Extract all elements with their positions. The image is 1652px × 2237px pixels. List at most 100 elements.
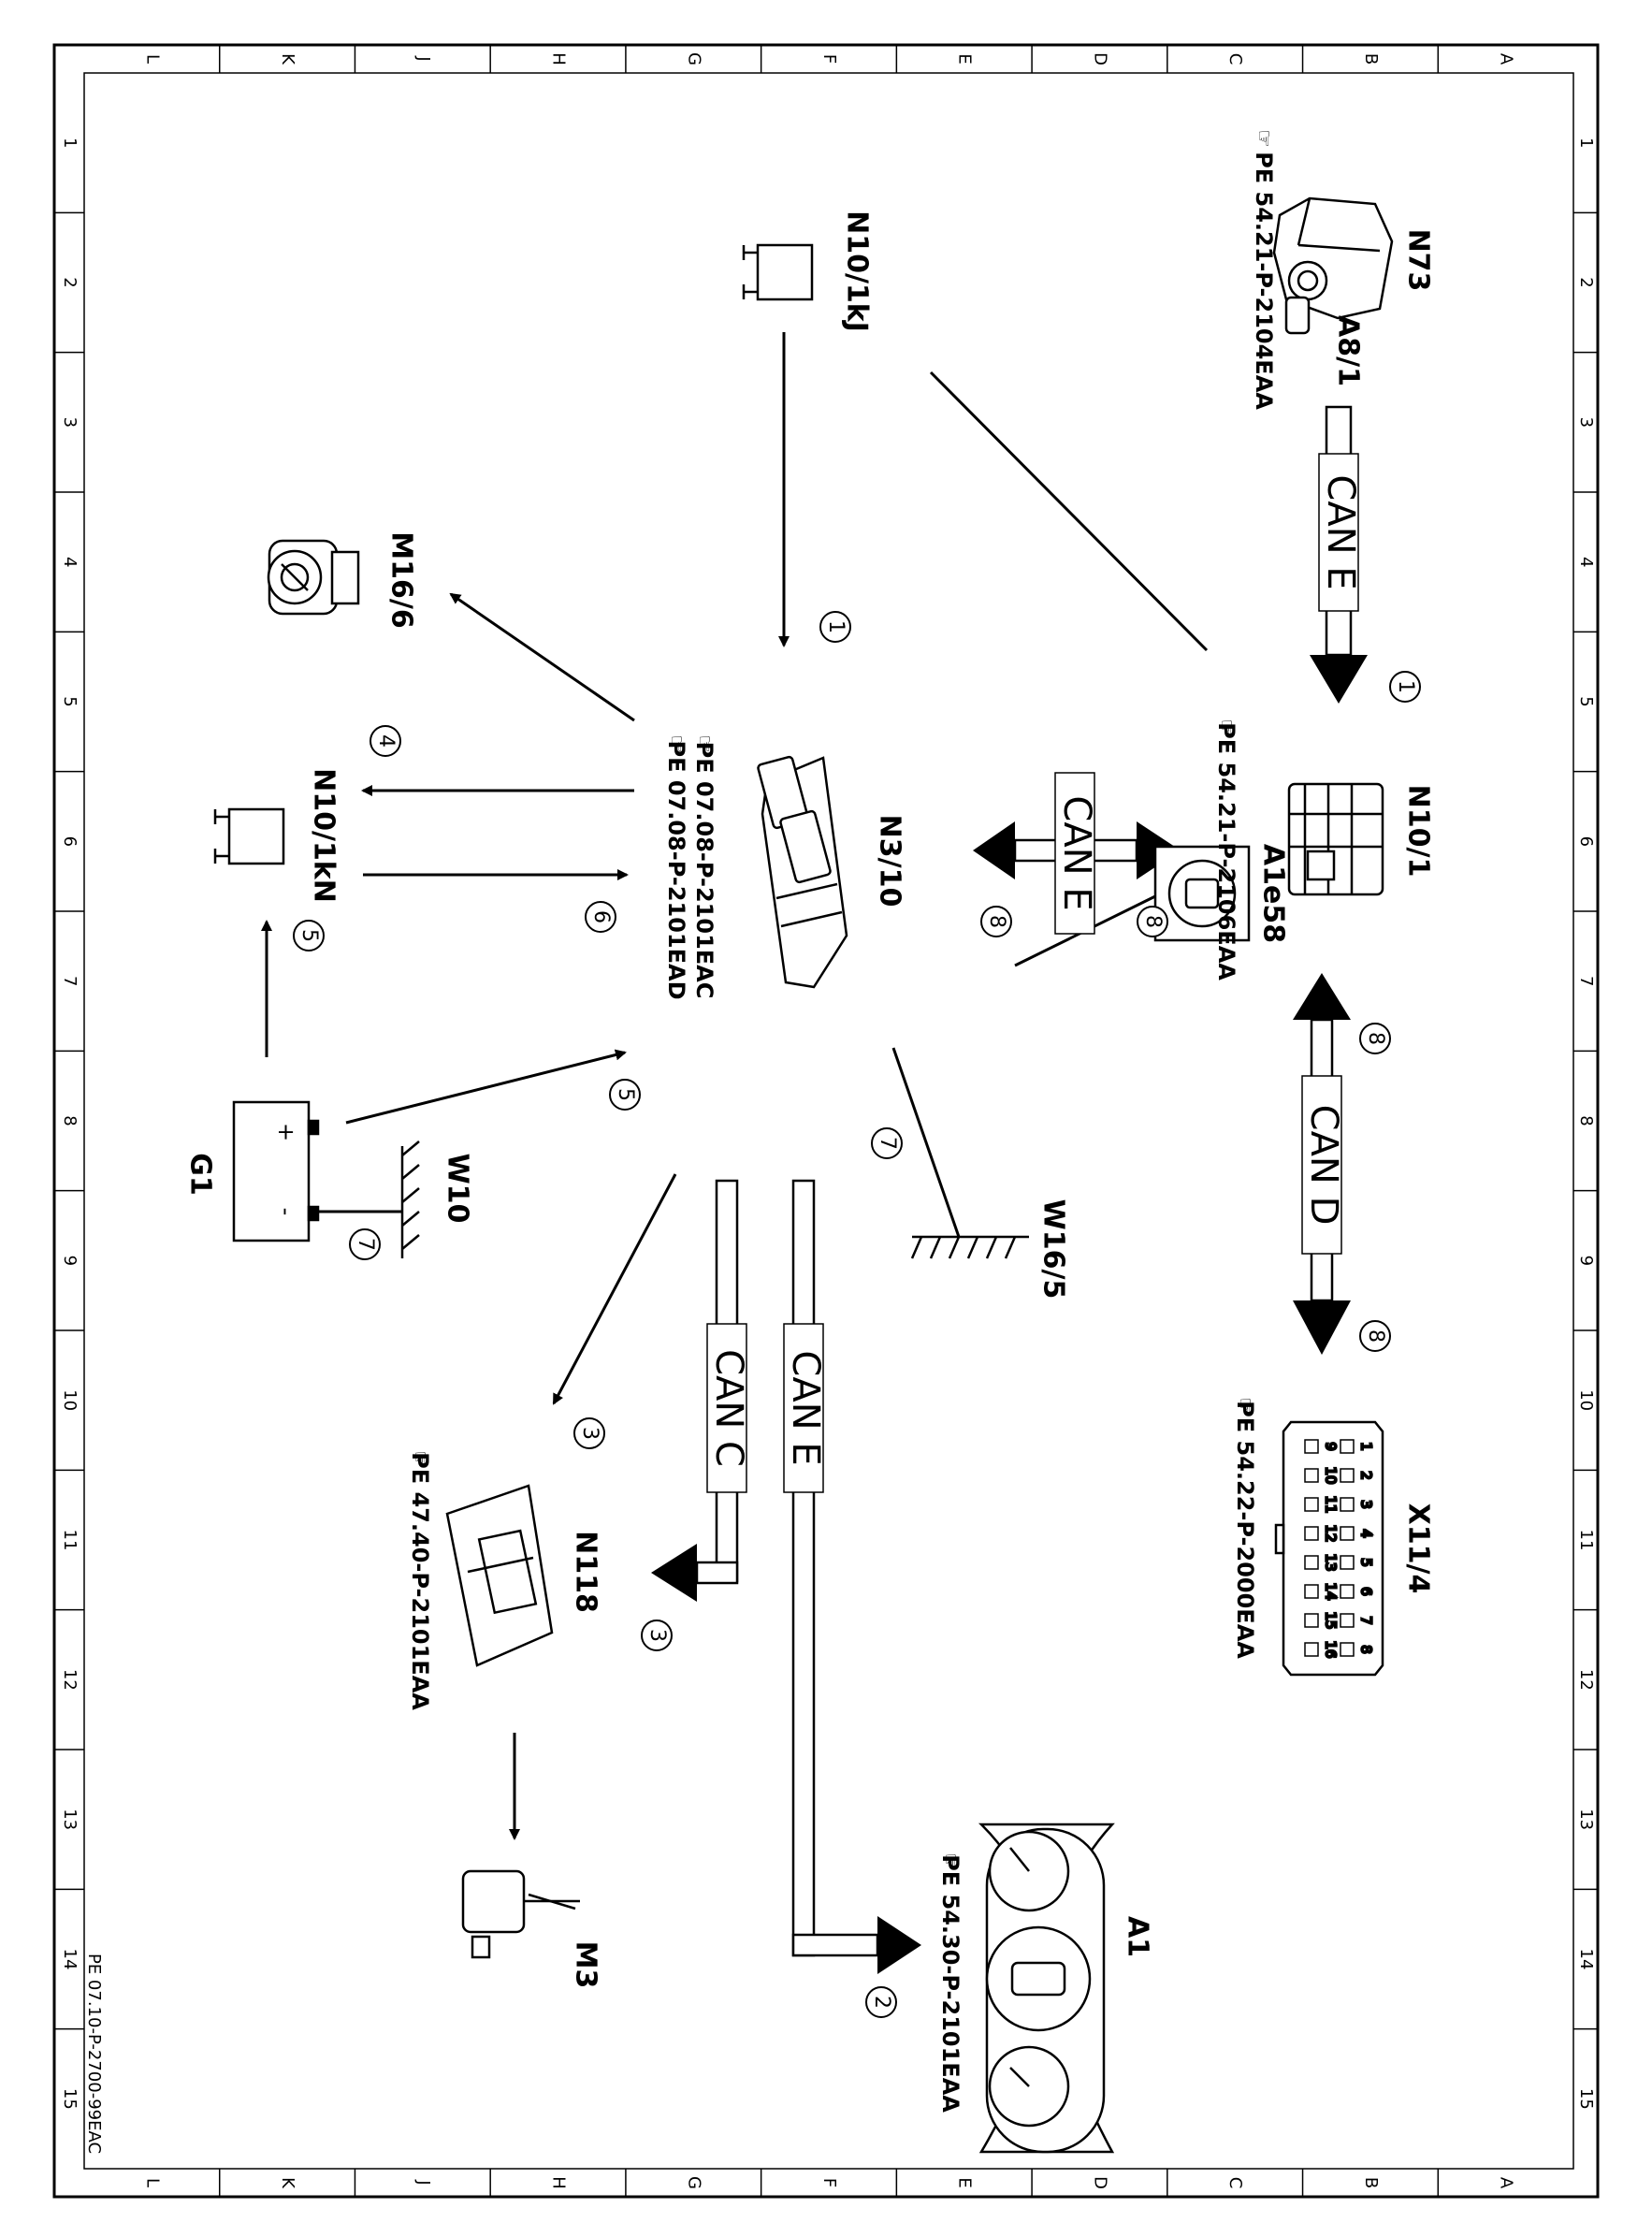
grid-letter-bottom: D (1090, 2176, 1109, 2189)
grid-letter-bottom: A (1497, 2177, 1516, 2189)
line-n3-10-to-n118 (552, 1173, 677, 1405)
signal-4: 4 (370, 725, 401, 757)
grid-letter-top: J (413, 55, 433, 61)
fuel-pump-control-unit-icon (445, 1484, 554, 1667)
grid-letter-bottom: C (1225, 2177, 1245, 2189)
signal-7a: 7 (871, 1127, 903, 1159)
hand-icon: ☞ (408, 1450, 431, 1469)
grid-number-right: 3 (1576, 417, 1596, 428)
connector-pin-number: 5 (1358, 1558, 1375, 1567)
grid-number-left: 1 (60, 138, 80, 148)
connector-pin (1304, 1439, 1319, 1454)
connector-pin (1304, 1642, 1319, 1657)
signal-number: 7 (876, 1137, 899, 1150)
engine-control-unit-icon (757, 755, 848, 989)
n10-1kj-label: N10/1kJ (841, 211, 874, 332)
connector-pin (1340, 1642, 1355, 1657)
signal-8c: 8 (1359, 1023, 1391, 1054)
grid-number-left: 13 (60, 1808, 80, 1830)
grid-number-right: 14 (1576, 1949, 1596, 1970)
signal-markers: 1 1 4 6 5 5 8 8 8 8 7 7 3 3 2 (293, 611, 1421, 2018)
signal-number: 1 (824, 620, 848, 633)
hand-icon: ☞ (1214, 719, 1238, 737)
relay-n10-1kn-icon (213, 807, 285, 865)
outer-frame (52, 43, 1600, 2199)
grid-letter-top: C (1225, 53, 1245, 65)
n3-10-ref2: PE 07.08-P-2101EAD (663, 740, 689, 999)
n73-label: N73 (1402, 229, 1435, 292)
n73-ref: PE 54.21-P-2104EAA (1251, 152, 1277, 410)
grid-number-left: 3 (60, 417, 80, 428)
signal-number: 4 (374, 734, 398, 748)
grid-number-left: 2 (60, 277, 80, 287)
signal-3a: 3 (573, 1417, 605, 1449)
grid-letter-bottom: E (955, 2177, 975, 2187)
signal-number: 5 (614, 1088, 637, 1101)
connector-pin (1340, 1584, 1355, 1599)
a1-ref: PE 54.30-P-2101EAA (937, 1854, 964, 2113)
signal-5b: 5 (609, 1079, 641, 1111)
x11-4-label: X11/4 (1402, 1503, 1435, 1594)
grid-letter-bottom: F (819, 2178, 839, 2187)
can-c-bus: CAN C (651, 1179, 750, 1602)
connector-pin-number: 4 (1358, 1529, 1375, 1538)
grid-number-left: 11 (60, 1530, 80, 1551)
line-g1-to-n3-10 (345, 1049, 627, 1125)
hand-icon: ☞ (938, 1852, 962, 1871)
w16-5-label: W16/5 (1037, 1199, 1070, 1300)
inner-frame (83, 72, 1574, 2170)
battery-icon (232, 1100, 320, 1242)
connector-pin-number: 2 (1358, 1471, 1375, 1480)
connector-pin (1304, 1584, 1319, 1599)
g1-label: G1 (184, 1153, 217, 1196)
signal-number: 5 (297, 929, 321, 942)
grid-letter-top: F (819, 54, 839, 64)
grid-number-right: 9 (1576, 1256, 1596, 1266)
connector-pin (1340, 1439, 1355, 1454)
instrument-cluster-icon (978, 1823, 1115, 2154)
ground-w10-icon (400, 1140, 420, 1258)
connector-pin-number: 16 (1323, 1640, 1340, 1658)
n10-1kn-label: N10/1kN (308, 768, 341, 903)
can-e-top-bus: CAN E (1310, 405, 1368, 704)
grid-letter-top: H (549, 52, 569, 65)
indicator-lamp-icon (1153, 845, 1251, 942)
connector-pin-number: 8 (1358, 1645, 1375, 1654)
sam-control-unit-icon (1287, 782, 1384, 896)
grid-letter-bottom: H (549, 2176, 569, 2189)
connector-pin (1304, 1497, 1319, 1512)
signal-2: 2 (865, 1986, 897, 2018)
relay-n10-1kj-icon (742, 243, 814, 301)
connector-pin-number: 9 (1323, 1442, 1340, 1451)
ignition-switch-icon (1272, 196, 1394, 335)
connector-pin (1340, 1613, 1355, 1628)
connector-pin-number: 7 (1358, 1616, 1375, 1625)
reference-hand-icons: ☞ ☞ ☞ ☞ ☞ ☞ ☞ (408, 129, 1275, 1871)
connector-pin-number: 11 (1323, 1495, 1340, 1513)
connector-pin-number: 13 (1323, 1553, 1340, 1571)
grid-number-left: 4 (60, 557, 80, 567)
x11-4-ref: PE 54.22-P-2000EAA (1232, 1401, 1258, 1659)
can-e-top-label: CAN E (1319, 474, 1362, 589)
a8-1-label: A8/1 (1332, 315, 1365, 386)
ground-w16-5-icon (910, 1235, 1029, 1259)
signal-8a: 8 (980, 906, 1012, 937)
hand-icon: ☞ (1233, 1397, 1256, 1416)
signal-number: 8 (1141, 915, 1165, 928)
grid-number-left: 6 (60, 836, 80, 847)
signal-8d: 8 (1359, 1320, 1391, 1352)
signal-number: 8 (1364, 1032, 1387, 1045)
n3-10-ref1: PE 07.08-P-2101EAC (691, 742, 717, 999)
grid-number-right: 4 (1576, 557, 1596, 567)
signal-number: 2 (870, 1996, 893, 2009)
grid-number-left: 9 (60, 1256, 80, 1266)
grid-number-left: 15 (60, 2088, 80, 2110)
connector-pin-number: 12 (1323, 1524, 1340, 1542)
connector-pin (1304, 1526, 1319, 1541)
grid-number-right: 2 (1576, 277, 1596, 287)
can-c-label: CAN C (707, 1349, 750, 1467)
